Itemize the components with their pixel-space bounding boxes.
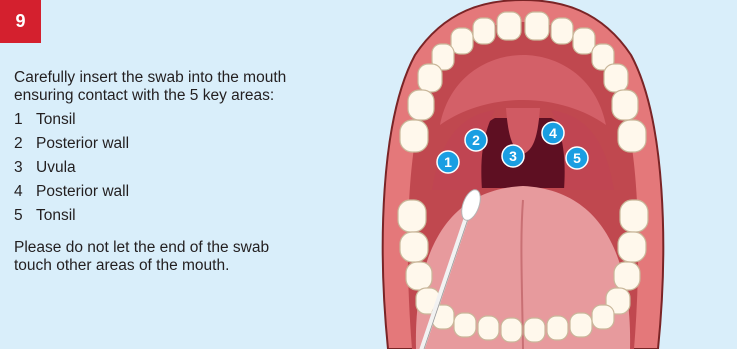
swab-warning: Please do not let the end of the swab to… — [14, 239, 294, 275]
step-number-badge: 9 — [0, 0, 41, 43]
area-label: Uvula — [36, 159, 76, 177]
area-number: 3 — [14, 159, 36, 177]
marker-2: 2 — [465, 129, 487, 151]
area-number: 5 — [14, 207, 36, 225]
marker-4: 4 — [542, 122, 564, 144]
instructions-panel: Carefully insert the swab into the mouth… — [14, 69, 294, 275]
marker-2-label: 2 — [472, 132, 480, 148]
marker-3-label: 3 — [509, 148, 517, 164]
open-mouth-illustration: 1 2 3 4 5 — [370, 0, 676, 349]
marker-1: 1 — [437, 151, 459, 173]
marker-5: 5 — [566, 147, 588, 169]
area-label: Posterior wall — [36, 135, 129, 153]
instructions-intro: Carefully insert the swab into the mouth… — [14, 69, 294, 105]
marker-1-label: 1 — [444, 154, 452, 170]
marker-3: 3 — [502, 145, 524, 167]
marker-5-label: 5 — [573, 150, 581, 166]
area-number: 2 — [14, 135, 36, 153]
area-label: Tonsil — [36, 111, 76, 129]
area-label: Posterior wall — [36, 183, 129, 201]
area-number: 4 — [14, 183, 36, 201]
marker-4-label: 4 — [549, 125, 557, 141]
area-label: Tonsil — [36, 207, 76, 225]
area-number: 1 — [14, 111, 36, 129]
